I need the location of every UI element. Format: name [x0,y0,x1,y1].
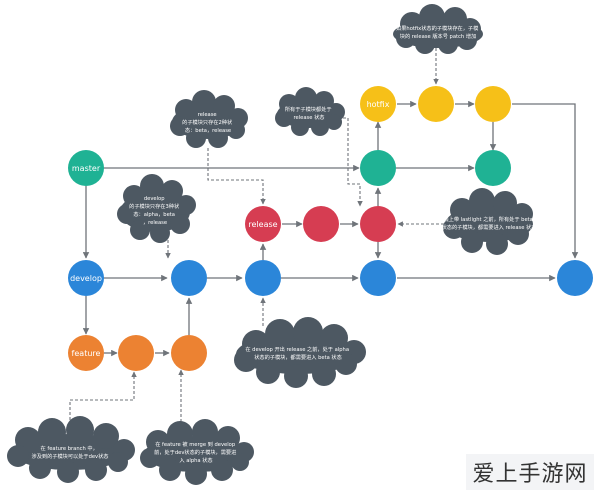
master-node: master [68,150,104,186]
flow-lines [82,100,579,357]
release-only-note-text: release 的子模块只存在2种状 态：beta，release [182,112,234,134]
develop-node: develop [68,260,104,296]
feature-label: feature [72,349,101,358]
develop-commit-node [557,260,593,296]
hotfix-commit-node [475,86,511,122]
feature-commit-node [118,335,154,371]
watermark-logo: 爱上手游网 [466,454,594,490]
release-commit-node [303,206,339,242]
hotfix-label: hotfix [367,100,390,109]
cloud-hotfix-related-note: 所有于子模块都处于 release 状态 [275,87,345,136]
release-node: release [245,206,281,242]
develop-commit-node [171,260,207,296]
release-commit-node [360,206,396,242]
cloud-hotfix-note: 如果hotfix状态的子模块存在，子模 块的 release 版本号 patch… [393,4,483,54]
develop-release-note-text: 在 develop 开出 release 之前，处于 alpha 状态的子模块，… [245,345,350,361]
cloud-develop-note: develop 的子模块只存在3种状 态：alpha，beta ，release [117,174,196,243]
feature-node: feature [68,335,104,371]
feature-branch-note-text: 在 feature branch 中， 涉及到的子模块可以处于dev状态 [32,444,109,460]
master-label: master [72,164,101,173]
cloud-feature-branch-note: 在 feature branch 中， 涉及到的子模块可以处于dev状态 [7,416,135,483]
develop-commit-node [245,260,281,296]
master-commit-node [475,150,511,186]
develop-commit-node [360,260,396,296]
cloud-feature-merge-note: 在 feature 被 merge 到 develop 前，处于dev状态的子模… [140,419,254,485]
cloud-online-note: 线上带 lastlight 之前，所有处于 beta 状态的子模块，都需要进入 … [442,188,537,255]
master-commit-node [360,150,396,186]
hotfix-commit-node [418,86,454,122]
hotfix-related-note-text: 所有于子模块都处于 release 状态 [285,105,333,121]
develop-note-text: develop 的子模块只存在3种状 态：alpha，beta ，release [129,196,181,226]
hotfix-node: hotfix [360,86,396,122]
release-label: release [248,220,277,229]
online-note-text: 线上带 lastlight 之前，所有处于 beta 状态的子模块，都需要进入 … [442,215,537,231]
feature-merge-note-text: 在 feature 被 merge 到 develop 前，处于dev状态的子模… [154,440,238,464]
cloud-develop-release-note: 在 develop 开出 release 之前，处于 alpha 状态的子模块，… [234,317,366,388]
cloud-release-only-note: release 的子模块只存在2种状 态：beta，release [170,90,248,148]
develop-label: develop [70,274,102,283]
feature-commit-node [171,335,207,371]
hotfix-note-text: 如果hotfix状态的子模块存在，子模 块的 release 版本号 patch… [396,24,480,40]
